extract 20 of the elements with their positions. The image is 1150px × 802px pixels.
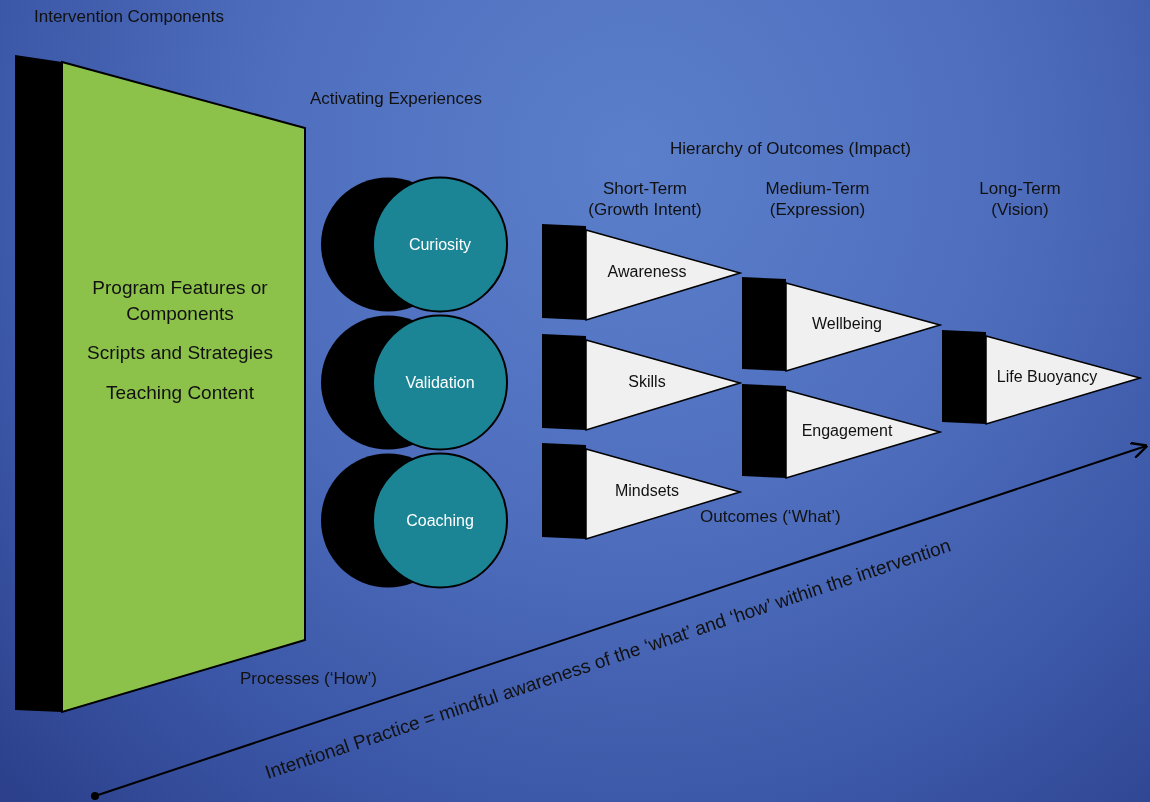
- node-label: Wellbeing: [811, 314, 883, 334]
- node-label: Mindsets: [614, 481, 680, 501]
- caption: Short-Term (Growth Intent): [587, 178, 703, 221]
- caption: Long-Term (Vision): [978, 178, 1062, 221]
- node-label: Awareness: [606, 262, 688, 282]
- node-label: Validation: [404, 373, 476, 393]
- node-label: Scripts and Strategies: [86, 341, 274, 366]
- node-label: Teaching Content: [105, 380, 255, 405]
- section-heading: Hierarchy of Outcomes (Impact): [670, 138, 911, 160]
- section-heading: Intervention Components: [34, 6, 224, 28]
- node-label: Curiosity: [407, 235, 473, 255]
- node-label: Coaching: [405, 511, 475, 531]
- node-label: Skills: [627, 372, 667, 392]
- section-heading: Activating Experiences: [310, 88, 482, 110]
- caption: Medium-Term (Expression): [764, 178, 871, 221]
- node-label: Engagement: [800, 421, 894, 441]
- caption: Processes (‘How’): [240, 668, 377, 690]
- node-label: Life Buoyancy: [995, 367, 1099, 387]
- caption: Outcomes (‘What’): [700, 506, 841, 528]
- node-label: Program Features or Components: [91, 276, 269, 326]
